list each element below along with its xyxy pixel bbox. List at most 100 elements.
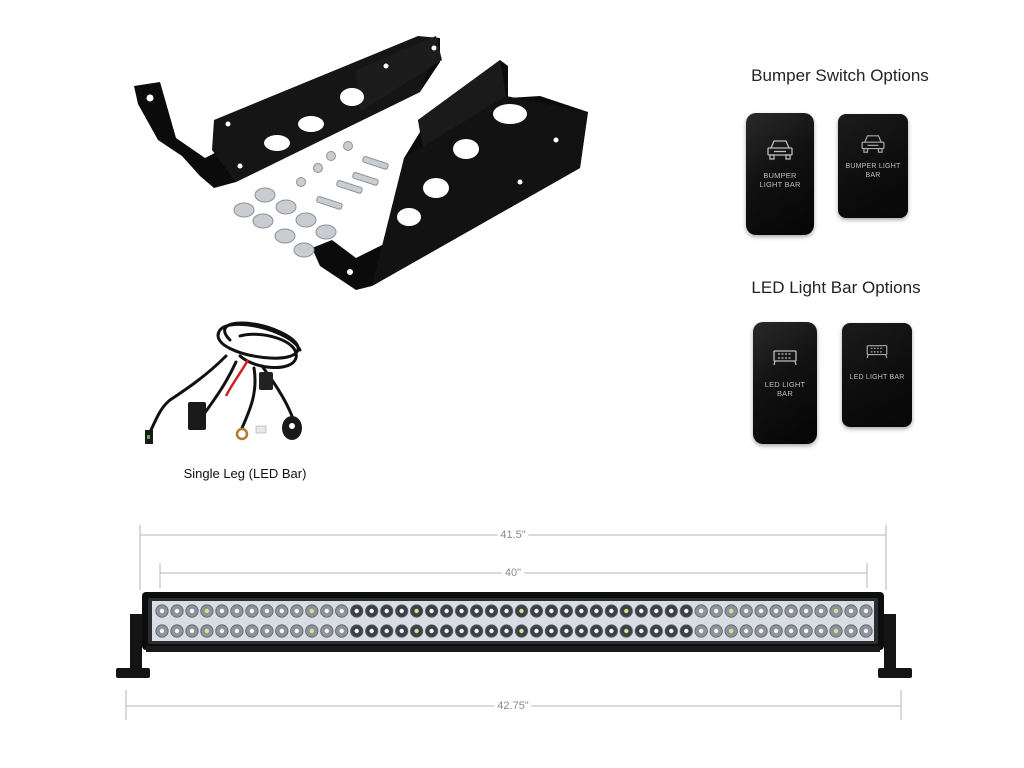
- led-diode: [309, 628, 314, 634]
- led-diode: [803, 628, 809, 634]
- led-diode: [818, 628, 824, 634]
- led-diode: [624, 628, 629, 634]
- led-diode: [549, 628, 554, 634]
- led-diode: [294, 608, 299, 614]
- light-bar-icon: [773, 350, 797, 366]
- led-diode: [354, 628, 359, 634]
- led-diode: [399, 608, 404, 614]
- harness-cables: [148, 321, 302, 434]
- led-diode: [564, 608, 569, 614]
- led-switch-label-2: LED LIGHT BAR: [849, 374, 905, 381]
- led-diode: [773, 628, 779, 634]
- led-diode: [669, 608, 674, 614]
- led-diode: [324, 628, 329, 634]
- light-bar-mounts: [116, 614, 912, 678]
- led-diode: [384, 628, 389, 634]
- mounting-hardware: [233, 141, 389, 258]
- led-diode: [504, 608, 509, 614]
- truck-icon: [767, 140, 793, 160]
- led-diode: [833, 628, 839, 634]
- bumper-switch-option-2: BUMPER LIGHT BAR: [838, 114, 908, 218]
- led-diode: [534, 608, 539, 614]
- harness-caption: Single Leg (LED Bar): [183, 466, 307, 481]
- led-diode: [264, 628, 270, 634]
- led-diode: [714, 608, 719, 614]
- bumper-switch-options-title: Bumper Switch Options: [751, 66, 929, 85]
- led-diode: [699, 628, 704, 634]
- led-diode: [399, 628, 404, 634]
- led-diode: [684, 608, 689, 614]
- led-diode: [159, 628, 165, 634]
- right-bracket: [312, 60, 588, 290]
- led-diode: [324, 608, 329, 614]
- led-diode: [788, 608, 794, 614]
- truck-icon: [861, 135, 885, 153]
- led-diode: [279, 628, 284, 634]
- ring-terminal-icon: [235, 427, 249, 441]
- led-diode: [414, 628, 419, 634]
- led-diode: [669, 628, 674, 634]
- led-diode: [594, 608, 599, 614]
- led-diode: [803, 608, 809, 614]
- left-bracket: [134, 36, 442, 188]
- dimension-label-lens-width: 40": [501, 567, 525, 579]
- led-diode: [369, 628, 374, 634]
- led-diode: [459, 608, 464, 614]
- led-diode: [519, 628, 524, 634]
- led-diode: [369, 608, 374, 614]
- led-array: [155, 604, 873, 638]
- bumper-switch-label-2: BUMPER LIGHT BAR: [845, 163, 901, 179]
- led-diode: [309, 608, 314, 614]
- led-diode: [219, 628, 225, 634]
- led-diode: [174, 608, 180, 614]
- led-diode: [234, 608, 240, 614]
- led-diode: [564, 628, 569, 634]
- bumper-switch-label-1: BUMPER LIGHT BAR: [759, 171, 801, 189]
- led-diode: [594, 628, 599, 634]
- led-diode: [534, 628, 539, 634]
- led-diode: [459, 628, 464, 634]
- led-diode: [654, 628, 659, 634]
- led-diode: [639, 608, 644, 614]
- led-diode: [234, 628, 240, 634]
- relay-icon: [188, 402, 206, 430]
- led-diode: [339, 608, 344, 614]
- led-diode: [609, 628, 614, 634]
- led-diode: [684, 628, 689, 634]
- led-diode: [189, 628, 195, 634]
- led-diode: [579, 608, 584, 614]
- led-switch-option-2: LED LIGHT BAR: [842, 323, 912, 427]
- led-diode: [609, 608, 614, 614]
- led-diode: [714, 628, 719, 634]
- led-diode: [279, 608, 284, 614]
- led-diode: [758, 608, 764, 614]
- led-diode: [639, 628, 644, 634]
- led-diode: [264, 608, 270, 614]
- led-diode: [444, 628, 449, 634]
- led-diode: [848, 608, 854, 614]
- led-diode: [744, 608, 749, 614]
- led-diode: [489, 608, 494, 614]
- led-diode: [204, 608, 210, 614]
- led-diode: [249, 628, 255, 634]
- led-diode: [249, 608, 255, 614]
- led-diode: [863, 608, 869, 614]
- led-diode: [474, 628, 479, 634]
- led-diode: [219, 608, 225, 614]
- led-diode: [519, 608, 524, 614]
- led-diode: [444, 608, 449, 614]
- led-switch-label-1: LED LIGHT BAR: [764, 380, 806, 398]
- led-diode: [848, 628, 854, 634]
- led-diode: [863, 628, 869, 634]
- led-diode: [339, 628, 344, 634]
- led-diode: [773, 608, 779, 614]
- led-diode: [429, 608, 434, 614]
- led-diode: [384, 608, 389, 614]
- led-diode: [654, 608, 659, 614]
- led-diode: [579, 628, 584, 634]
- led-diode: [174, 628, 180, 634]
